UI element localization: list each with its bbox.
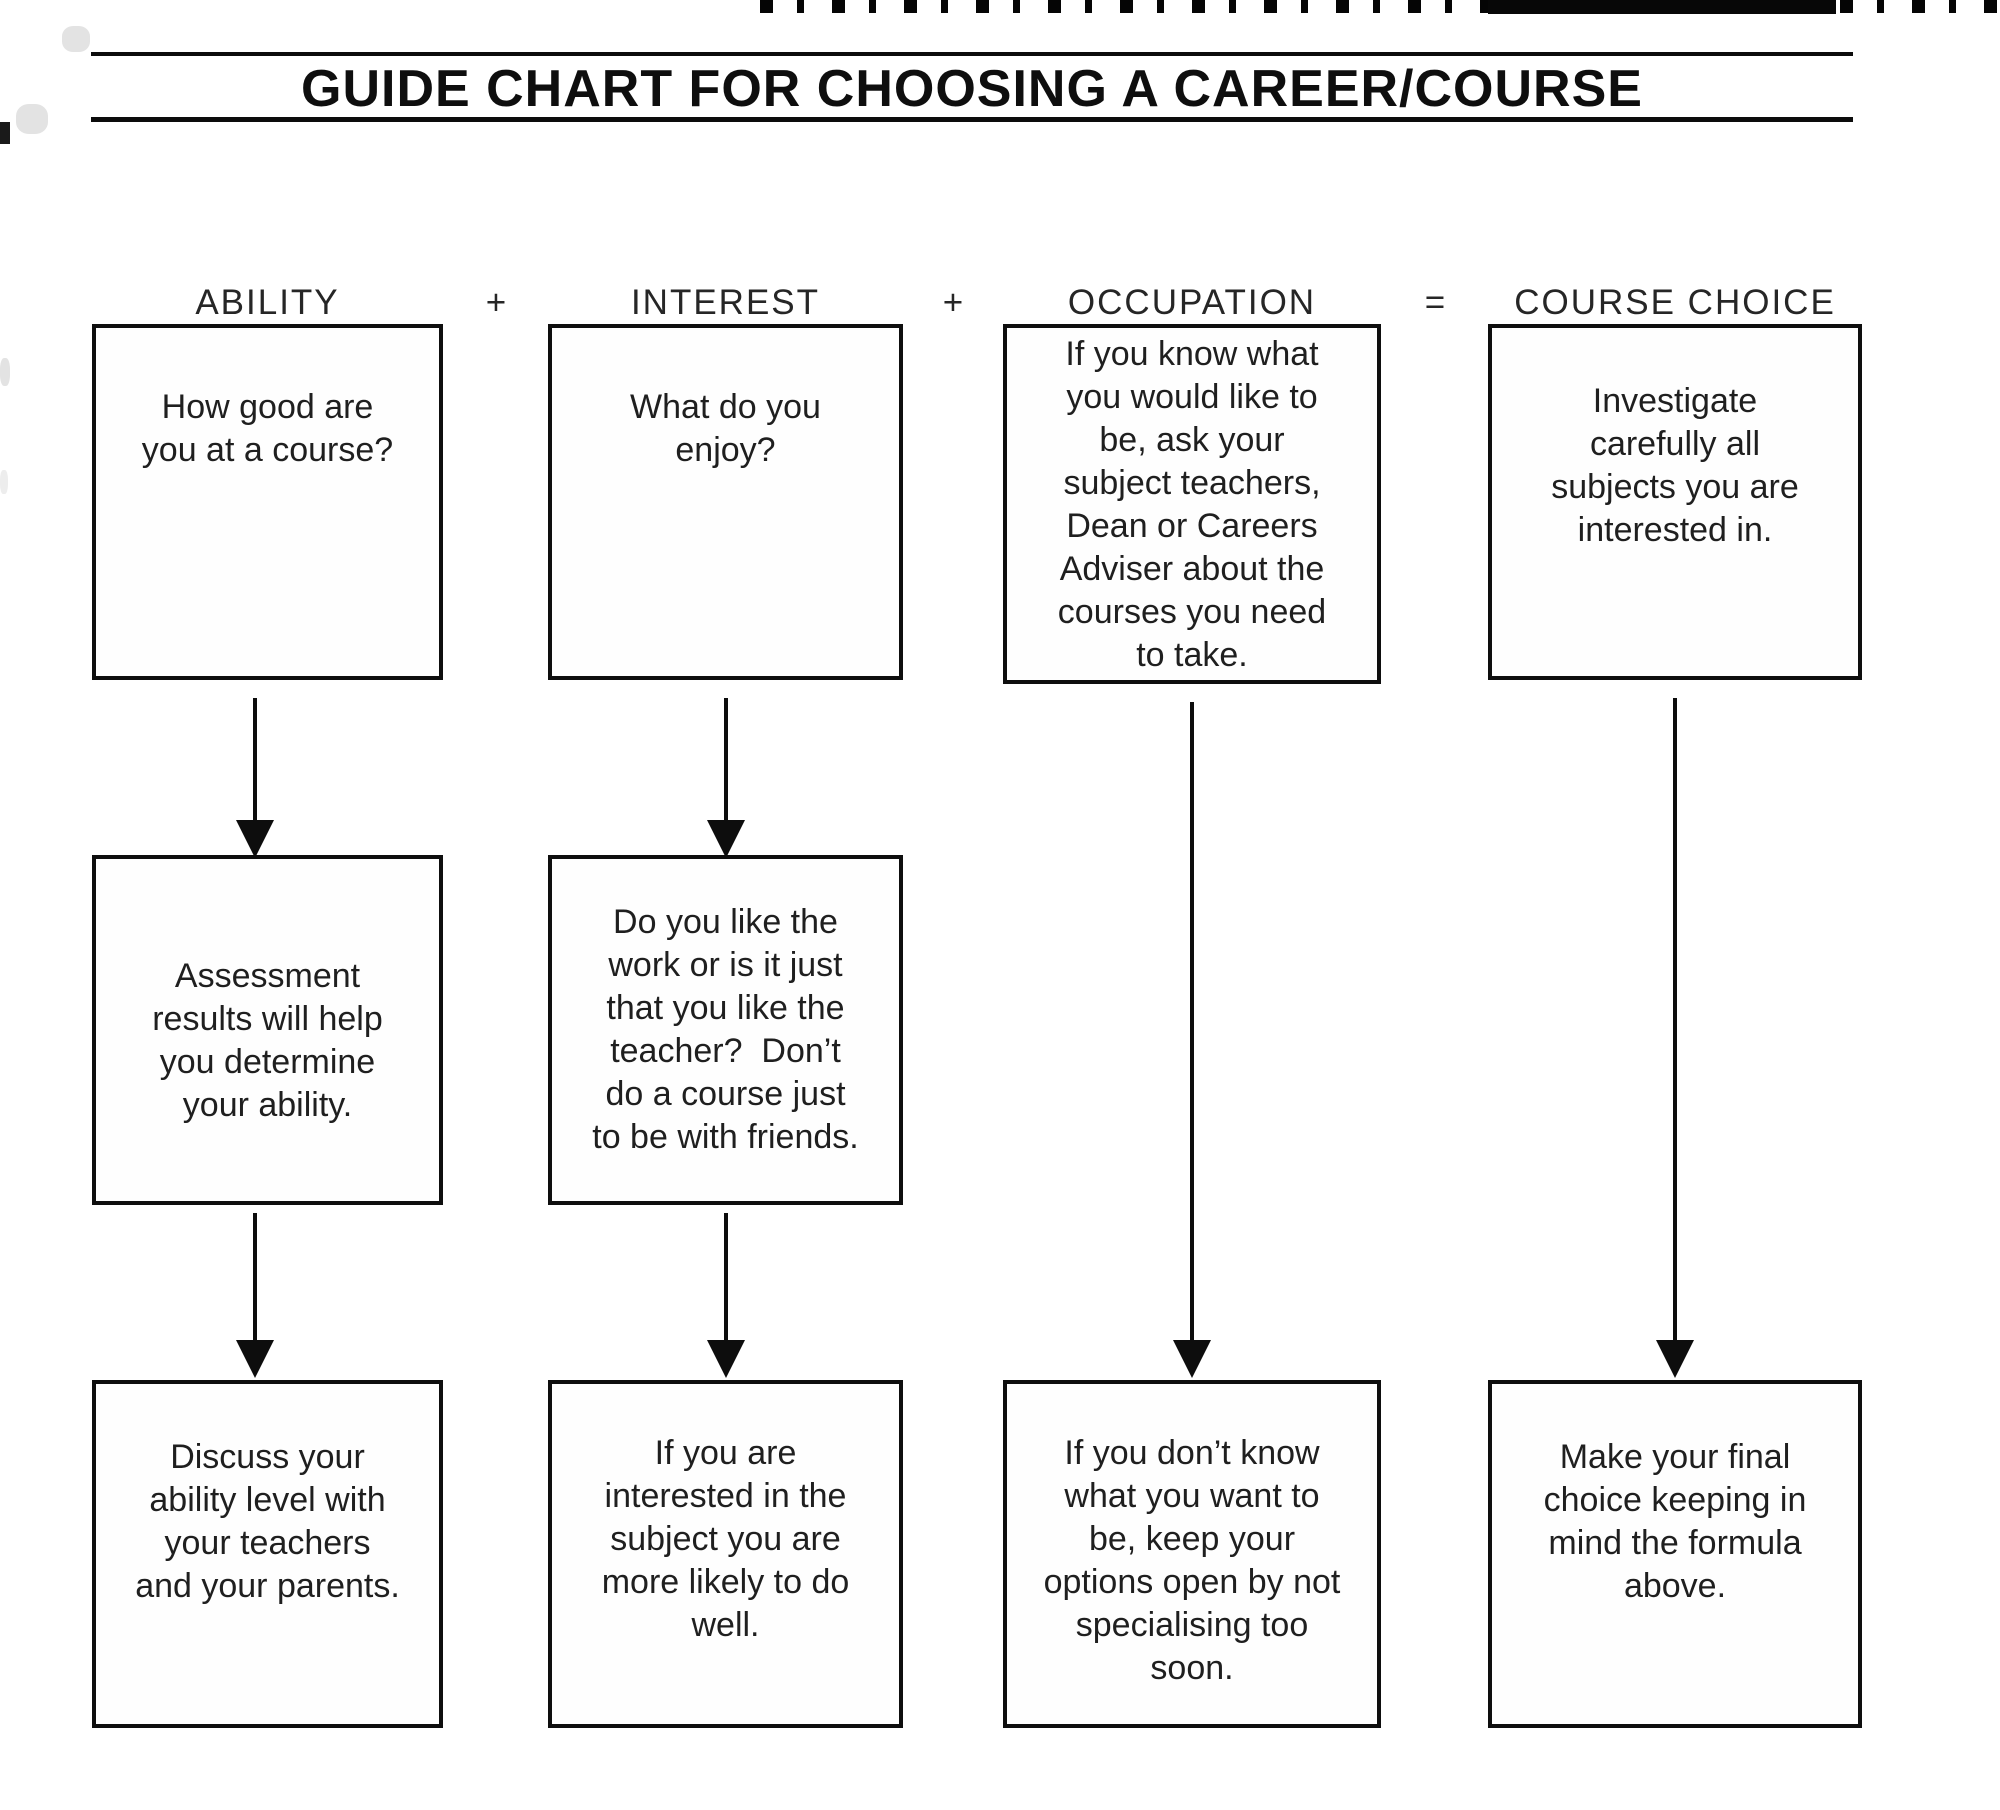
box-occupation-top: If you know what you would like to be, a… [1003,324,1381,684]
box-ability-bottom: Discuss your ability level with your tea… [92,1380,443,1728]
box-course-choice-top: Investigate carefully all subjects you a… [1488,324,1862,680]
title-rule-bottom [91,117,1853,122]
box-ability-top: How good are you at a course? [92,324,443,680]
box-ability-middle: Assessment results will help you determi… [92,855,443,1205]
box-course-choice-bottom: Make your final choice keeping in mind t… [1488,1380,1862,1728]
title-rule-top [91,52,1853,56]
box-occupation-bottom: If you don’t know what you want to be, k… [1003,1380,1381,1728]
box-interest-top: What do you enjoy? [548,324,903,680]
arrow-ability-2-line [253,1213,257,1344]
box-interest-bottom: If you are interested in the subject you… [548,1380,903,1728]
arrow-interest-2-line [724,1213,728,1344]
column-header-ability: ABILITY [195,283,340,322]
column-header-occupation: OCCUPATION [1067,283,1317,322]
arrow-occupation-long-head [1173,1340,1211,1378]
arrow-interest-1-head [707,820,745,858]
scan-artifact-left-smudge [16,104,48,134]
arrow-ability-1-head [236,820,274,858]
arrow-course-choice-long-head [1656,1340,1694,1378]
arrow-ability-1-line [253,698,257,824]
operator-plus-2: + [942,283,964,322]
scan-artifact-left-smudge [62,26,90,52]
arrow-ability-2-head [236,1340,274,1378]
arrow-interest-2-head [707,1340,745,1378]
arrow-occupation-long-line [1190,702,1194,1344]
scan-artifact-top-block [1488,0,1836,14]
column-header-interest: INTEREST [630,283,821,322]
operator-plus-1: + [485,283,507,322]
operator-equals: = [1424,283,1446,322]
scan-artifact-left-smudge [0,358,10,386]
scan-artifact-left-smudge [0,470,8,494]
arrow-interest-1-line [724,698,728,824]
arrow-course-choice-long-line [1673,698,1677,1344]
scan-artifact-left-mark [0,122,10,144]
box-interest-middle: Do you like the work or is it just that … [548,855,903,1205]
column-header-course-choice: COURSE CHOICE [1514,283,1836,322]
page-title: GUIDE CHART FOR CHOOSING A CAREER/COURSE [301,60,1643,118]
